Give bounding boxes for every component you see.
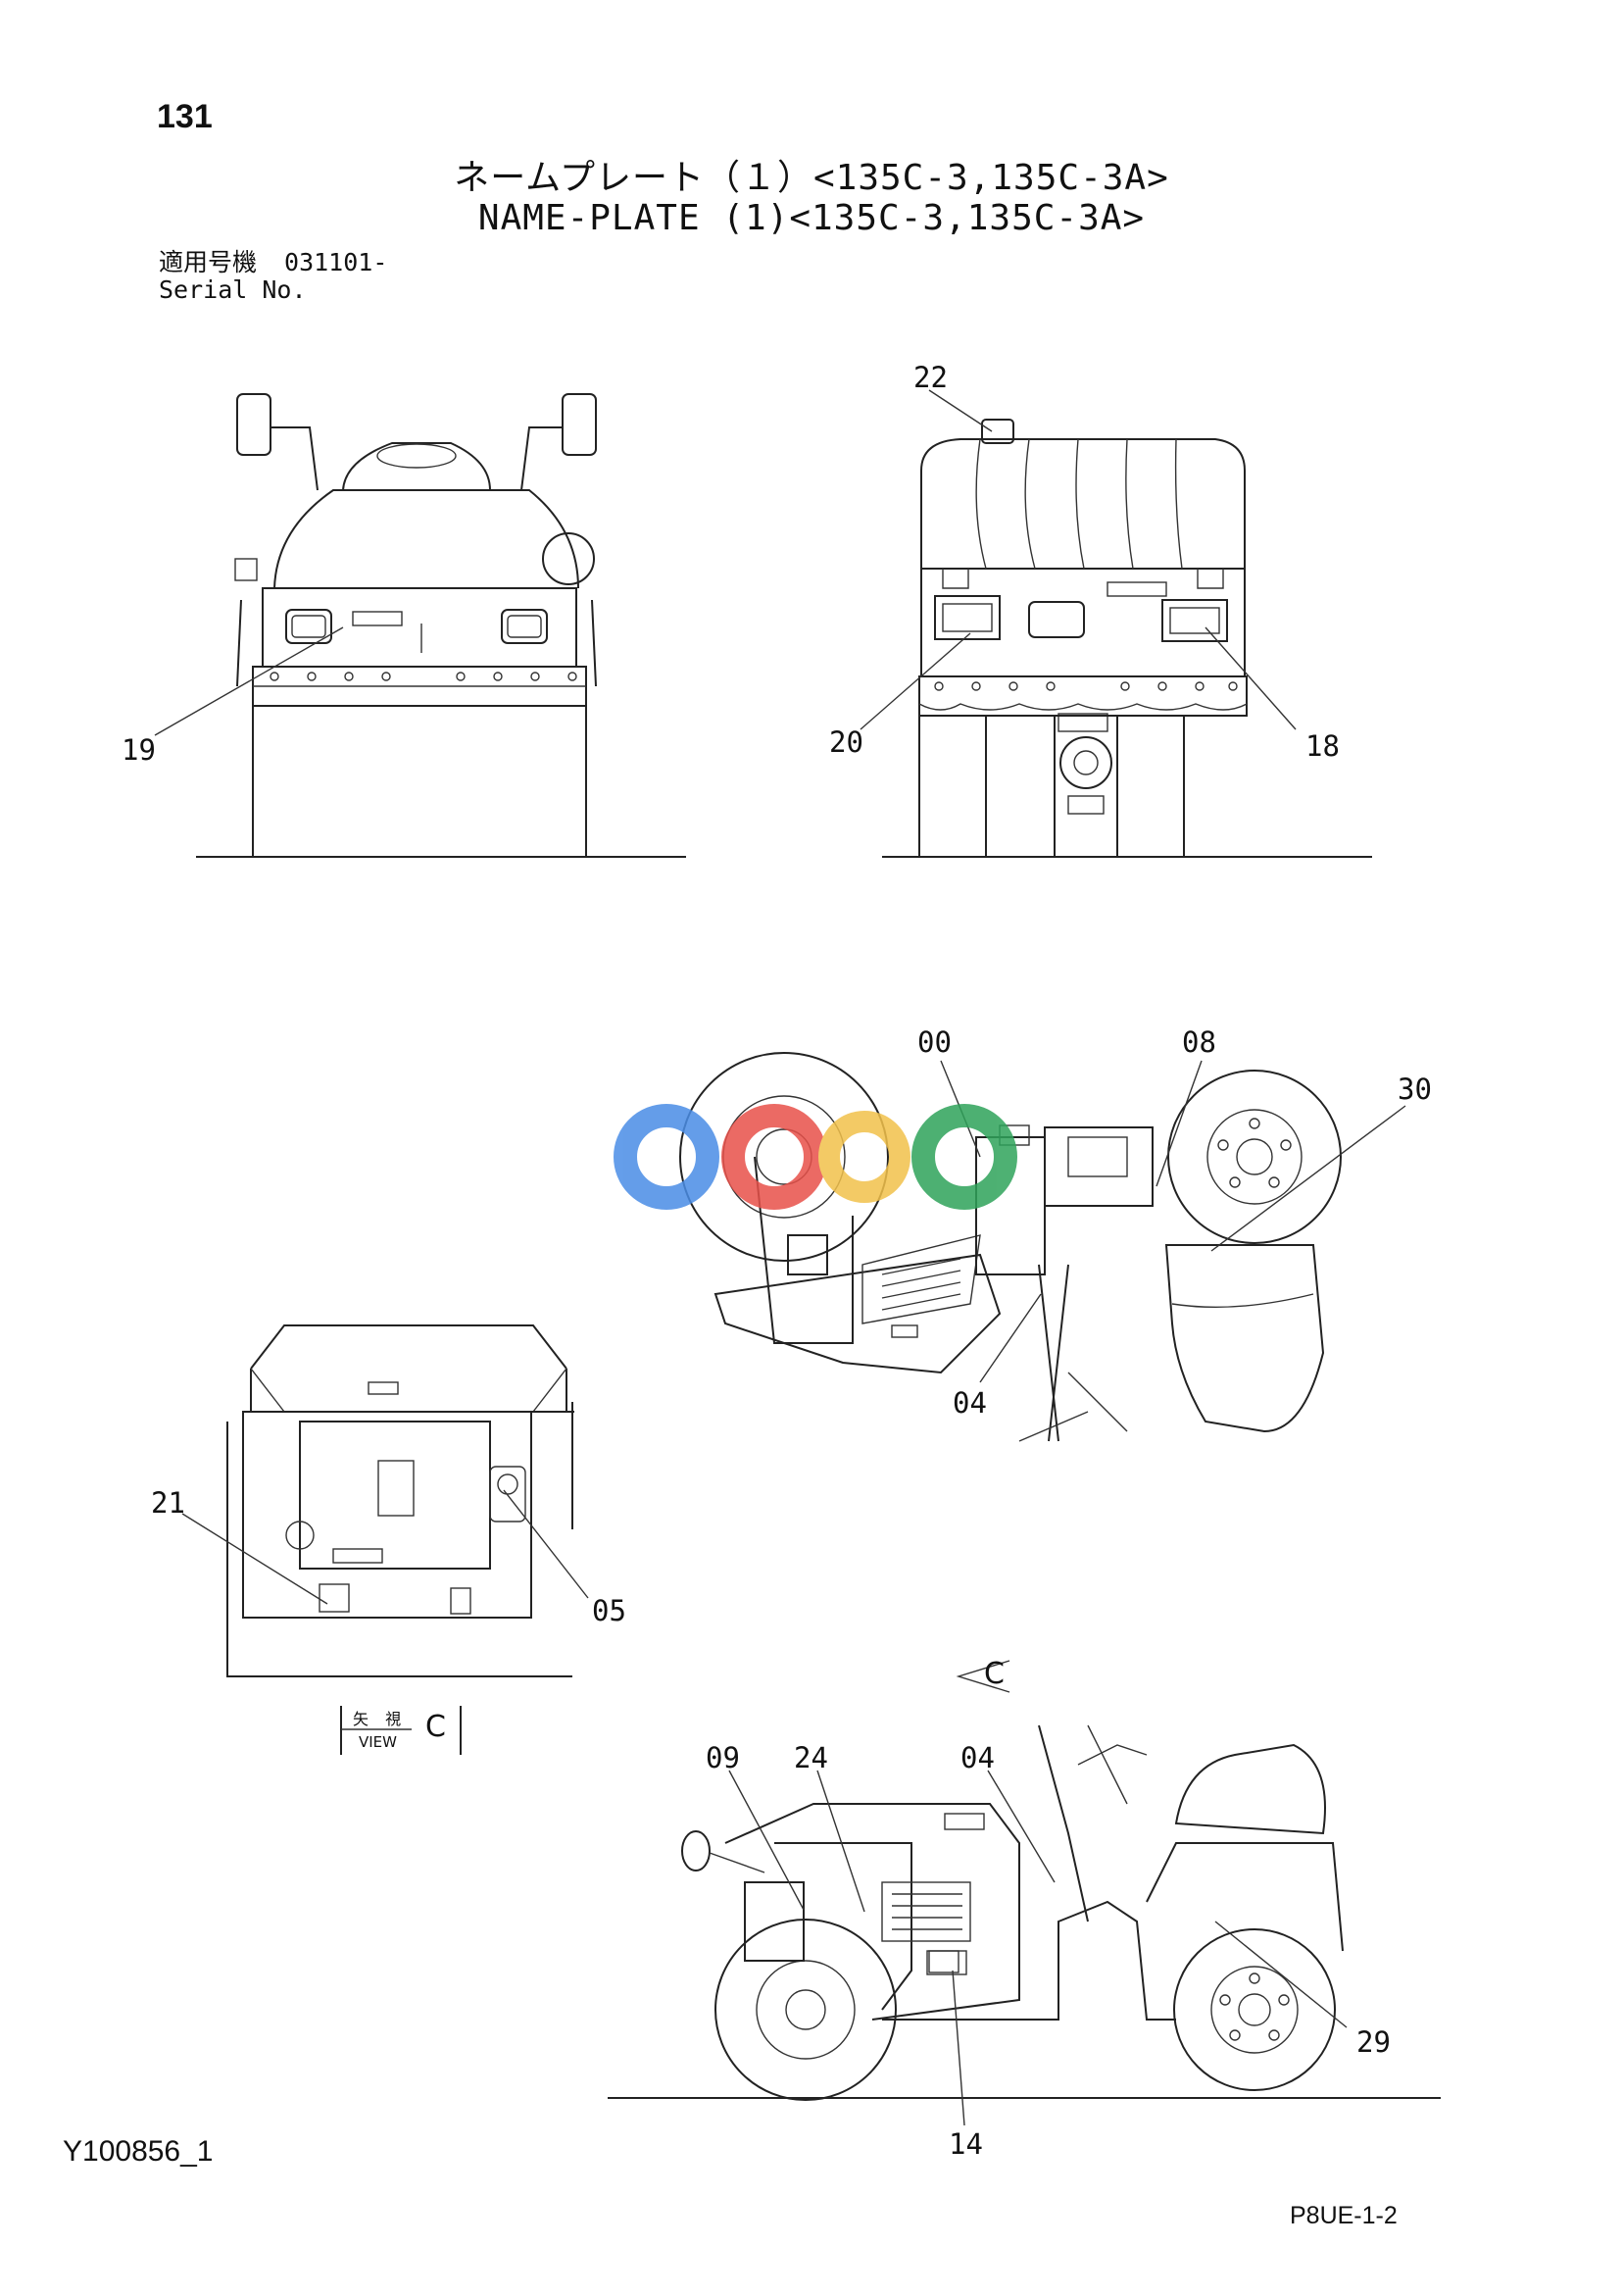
side-view — [608, 1724, 1441, 2126]
view-label-en: VIEW — [359, 1733, 397, 1751]
callout-20: 20 — [829, 725, 863, 759]
callout-00: 00 — [917, 1025, 952, 1059]
callout-21: 21 — [151, 1486, 185, 1520]
callout-05: 05 — [592, 1594, 626, 1627]
callout-19: 19 — [122, 733, 156, 767]
callout-04-lower: 04 — [960, 1741, 995, 1774]
serial-label-jp: 適用号機 — [159, 248, 258, 276]
document-id: Y100856_1 — [63, 2135, 214, 2168]
callout-22: 22 — [913, 361, 948, 394]
callout-14: 14 — [949, 2127, 983, 2161]
perspective-view — [679, 1052, 1406, 1442]
view-label-jp: 矢 視 — [353, 1710, 408, 1728]
serial-label-en: Serial No. — [159, 275, 307, 304]
title-japanese: ネームプレート（１）<135C-3,135C-3A> — [454, 158, 1169, 198]
page-number: 131 — [157, 98, 213, 135]
rear-view-left — [154, 393, 686, 858]
view-arrow-letter: C — [984, 1657, 1005, 1691]
page-reference: P8UE-1-2 — [1290, 2202, 1398, 2229]
callout-29: 29 — [1356, 2025, 1391, 2059]
serial-block: 適用号機 031101- Serial No. — [159, 249, 387, 304]
callout-08: 08 — [1182, 1025, 1216, 1059]
title-english: NAME-PLATE (1)<135C-3,135C-3A> — [477, 198, 1146, 238]
callout-04-upper: 04 — [953, 1386, 987, 1420]
callout-09: 09 — [706, 1741, 740, 1774]
rear-view-right — [860, 389, 1372, 858]
view-label-letter: C — [425, 1710, 446, 1744]
callout-24: 24 — [794, 1741, 828, 1774]
callout-18: 18 — [1305, 729, 1340, 763]
watermark-logo — [614, 1104, 1017, 1210]
view-c-drawing — [181, 1324, 589, 1755]
callout-30: 30 — [1398, 1073, 1432, 1106]
view-c-arrow — [956, 1660, 1010, 1693]
serial-value: 031101- — [284, 248, 388, 276]
